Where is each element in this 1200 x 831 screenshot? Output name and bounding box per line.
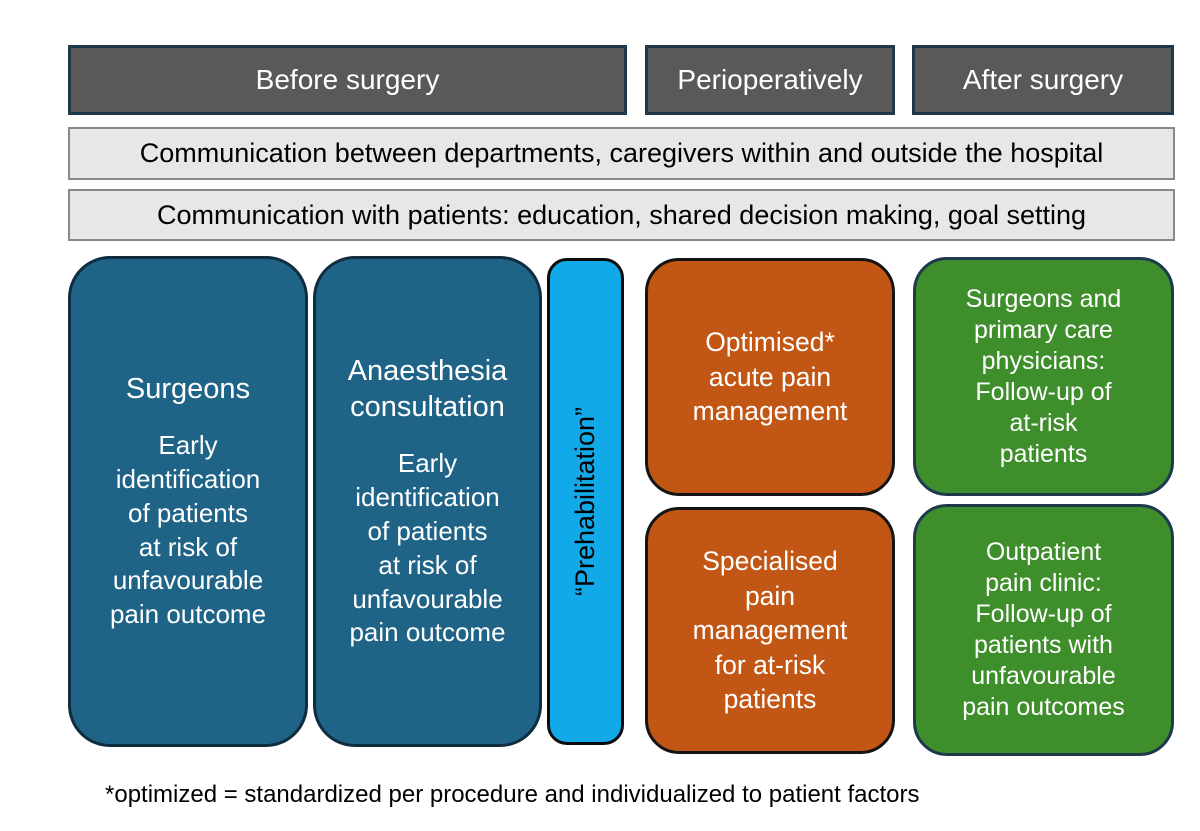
box-surgeons-title: Surgeons xyxy=(125,372,251,405)
box-specialised-pain-management: Specialised pain management for at-risk … xyxy=(645,507,895,754)
phase-header-perioperatively: Perioperatively xyxy=(645,45,895,115)
box-surgeons-primary-care-followup: Surgeons and primary care physicians: Fo… xyxy=(913,257,1174,496)
box-anaesthesia-body: Early identification of patients at risk… xyxy=(349,448,506,648)
footnote-optimized-definition: *optimized = standardized per procedure … xyxy=(105,781,920,808)
box-surgeons-primary-care-followup-text: Surgeons and primary care physicians: Fo… xyxy=(965,284,1122,468)
box-optimised-acute-pain-text: Optimised* acute pain management xyxy=(692,327,848,427)
box-outpatient-pain-clinic-text: Outpatient pain clinic: Follow-up of pat… xyxy=(962,538,1125,721)
box-anaesthesia-title: Anaesthesia consultation xyxy=(347,354,508,424)
box-optimised-acute-pain: Optimised* acute pain management xyxy=(645,258,895,496)
box-prehabilitation-label: “Prehabilitation” xyxy=(570,406,600,597)
phase-header-before-surgery: Before surgery xyxy=(68,45,627,115)
communication-bar-patients: Communication with patients: education, … xyxy=(68,189,1175,241)
communication-bar-departments: Communication between departments, careg… xyxy=(68,127,1175,180)
box-surgeons: Surgeons Early identification of patient… xyxy=(68,256,308,747)
box-surgeons-body: Early identification of patients at risk… xyxy=(109,430,267,630)
box-anaesthesia-consultation: Anaesthesia consultation Early identific… xyxy=(313,256,542,747)
box-specialised-pain-management-text: Specialised pain management for at-risk … xyxy=(692,546,848,715)
box-prehabilitation: “Prehabilitation” xyxy=(547,258,624,745)
box-outpatient-pain-clinic: Outpatient pain clinic: Follow-up of pat… xyxy=(913,504,1174,756)
phase-header-after-surgery: After surgery xyxy=(912,45,1174,115)
